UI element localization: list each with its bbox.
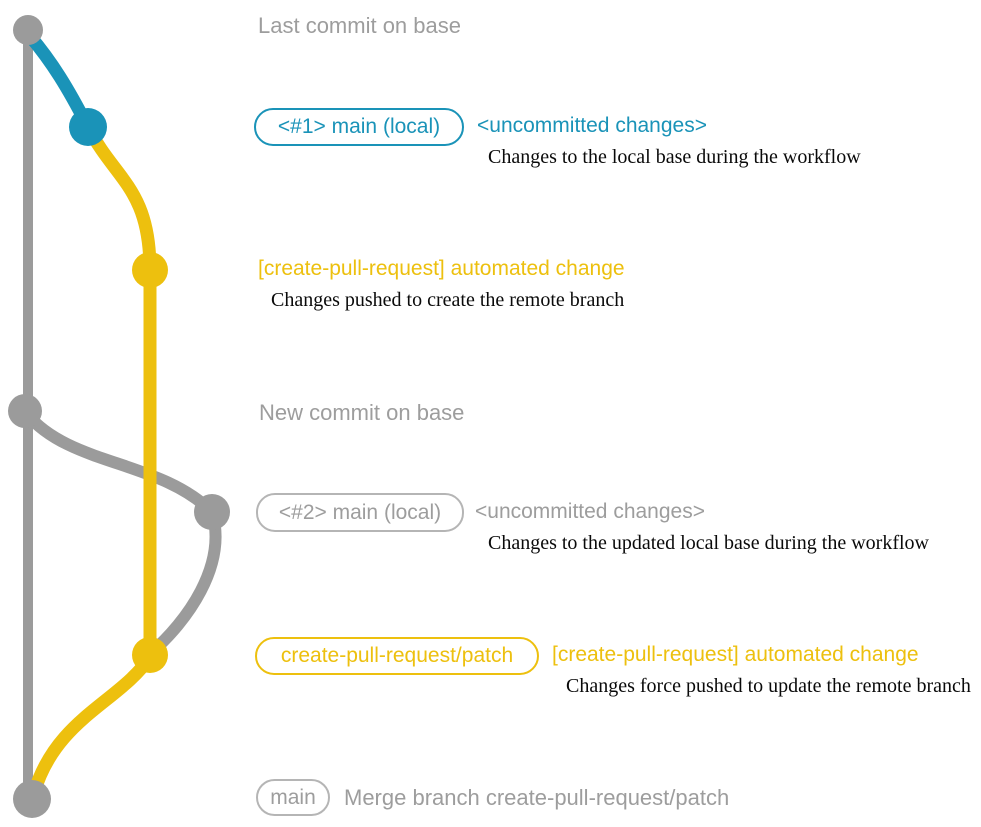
commit-node-local-2 [194,494,230,530]
branch-badge-main-local-1: <#1> main (local) [254,108,464,146]
commit-node-local-1 [69,108,107,146]
branch-badge-patch: create-pull-request/patch [255,637,539,675]
local2-to-branch-curve [146,506,222,658]
uncommitted-changes-1-label: <uncommitted changes> [477,114,707,137]
merge-commit-label: Merge branch create-pull-request/patch [344,785,730,810]
commit-node-new-base [8,394,42,428]
uncommitted-changes-2-desc: Changes to the updated local base during… [488,532,929,554]
last-commit-label: Last commit on base [258,13,461,38]
automated-change-1-label: [create-pull-request] automated change [258,257,625,280]
automated-change-2-label: [create-pull-request] automated change [552,643,919,666]
automated-change-1-desc: Changes pushed to create the remote bran… [271,289,625,311]
commit-node-remote-2 [132,637,168,673]
automated-change-2-desc: Changes force pushed to update the remot… [566,675,971,697]
uncommitted-changes-1-desc: Changes to the local base during the wor… [488,146,861,168]
commit-node-last-base [13,15,43,45]
branch-to-merge-curve [27,650,157,800]
base-to-local2-curve [21,408,218,518]
uncommitted-changes-2-label: <uncommitted changes> [475,500,705,523]
commit-node-merge [13,780,51,818]
branch-badge-main: main [256,779,330,816]
branch-badge-main-local-2: <#2> main (local) [256,493,464,532]
commit-node-remote-1 [132,252,168,288]
new-commit-label: New commit on base [259,400,465,425]
local1-to-remote-curve [81,120,157,277]
